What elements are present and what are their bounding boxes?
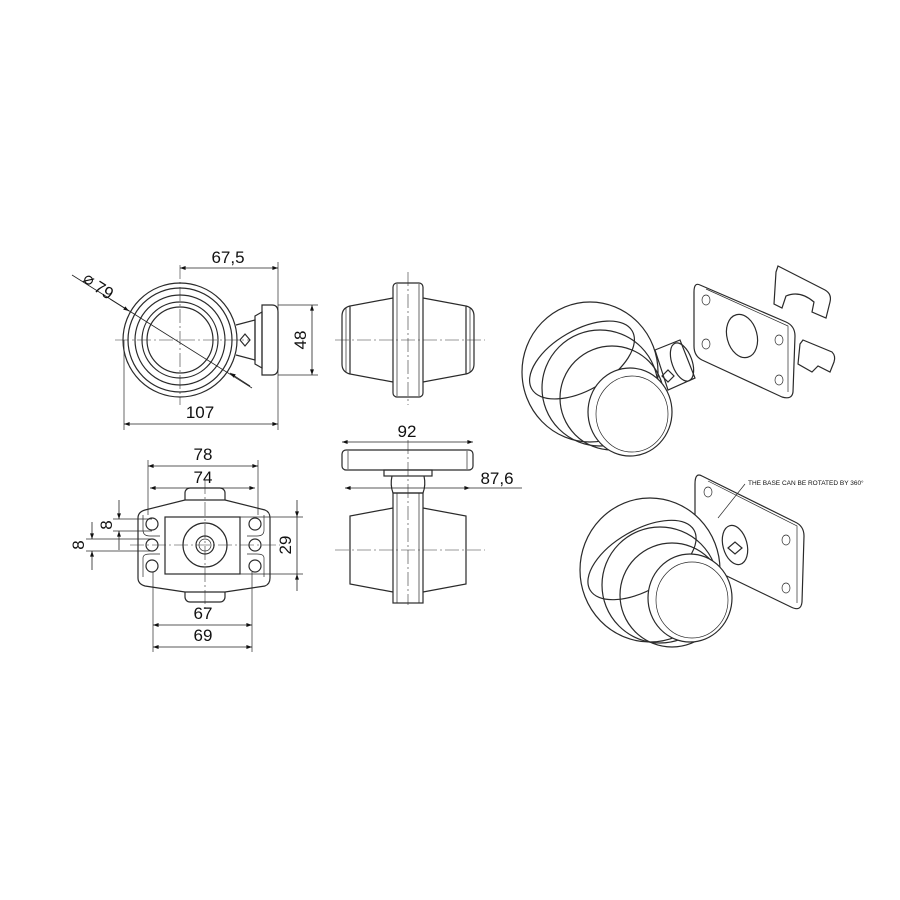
width-outer-label: 78	[194, 445, 213, 464]
hole-spacing-label: 67	[194, 604, 213, 623]
diameter-leader	[71, 274, 253, 389]
isometric-exploded-view	[521, 265, 836, 457]
slot-pitch-label-1: 8	[97, 520, 116, 529]
width-inner-label: 74	[194, 468, 213, 487]
rotation-note: THE BASE CAN BE ROTATED BY 360°	[748, 479, 864, 487]
diameter-label: 79	[91, 277, 117, 303]
side-view-bottom: 92 87,6	[335, 422, 522, 605]
plate-width-label: 92	[398, 422, 417, 441]
hole-span-label: 69	[194, 626, 213, 645]
diamond-marker-icon	[727, 541, 743, 555]
body-width-label: 87,6	[480, 469, 513, 488]
mounting-holes	[142, 515, 265, 577]
slot-pitch-label-2: 8	[69, 540, 88, 549]
isometric-assembled-view: THE BASE CAN BE ROTATED BY 360°	[579, 474, 864, 648]
side-view-top	[335, 272, 485, 405]
height-label: 29	[276, 536, 295, 555]
note-leader	[717, 483, 746, 519]
front-view: ⌀ 79 67,5 107 48	[71, 248, 318, 430]
width-to-center-label: 67,5	[211, 248, 244, 267]
diamond-marker-icon	[661, 369, 675, 383]
mount-height-label: 48	[291, 331, 310, 350]
base-view: 78 74 67 69 29 8 8	[69, 445, 303, 652]
overall-width-label: 107	[186, 403, 214, 422]
